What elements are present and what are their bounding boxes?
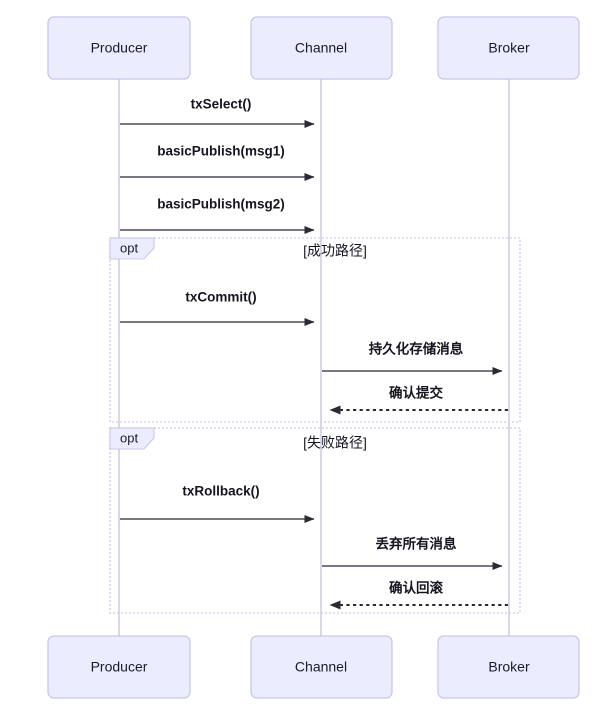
- message-label-persist-store: 持久化存储消息: [369, 341, 464, 357]
- actor-box-producer[interactable]: [47, 16, 191, 80]
- actor-label-broker: Broker: [488, 40, 530, 56]
- message-label-confirm-commit: 确认提交: [389, 385, 443, 401]
- message-confirm-commit: 确认提交: [329, 385, 508, 415]
- actor-box-channel-bottom[interactable]: [250, 635, 393, 699]
- actor-label-channel-bottom: Channel: [295, 659, 347, 675]
- fragment-tab-opt-success: [109, 237, 155, 260]
- actor-footer-channel[interactable]: Channel: [250, 635, 393, 699]
- actor-box-producer-bottom[interactable]: [47, 635, 191, 699]
- fragment-frame-opt-failure: [109, 427, 521, 614]
- message-txselect: txSelect(): [120, 97, 315, 128]
- message-label-basicpublish-msg2: basicPublish(msg2): [157, 197, 285, 212]
- message-label-txcommit: txCommit(): [185, 290, 256, 305]
- message-basicpublish-msg1: basicPublish(msg1): [120, 144, 315, 181]
- actor-header-producer[interactable]: Producer: [47, 16, 191, 80]
- actor-label-producer: Producer: [91, 40, 148, 56]
- actor-label-broker-bottom: Broker: [488, 659, 530, 675]
- message-discard-all: 丢弃所有消息: [322, 536, 503, 570]
- message-confirm-rollback: 确认回滚: [329, 580, 508, 610]
- fragment-keyword-opt-failure: opt: [120, 430, 138, 445]
- actor-label-producer-bottom: Producer: [91, 659, 148, 675]
- fragment-frame-opt-success: [109, 237, 521, 423]
- fragment-opt-success: opt [成功路径] txCommit() 持久化存储消息 确认提交: [109, 237, 521, 423]
- actor-footer-producer[interactable]: Producer: [47, 635, 191, 699]
- actor-box-broker-bottom[interactable]: [437, 635, 580, 699]
- fragment-condition-opt-failure: [失败路径]: [303, 435, 367, 451]
- lifelines-group: [118, 79, 510, 636]
- message-label-txselect: txSelect(): [191, 97, 252, 112]
- fragment-keyword-opt-success: opt: [120, 240, 138, 255]
- actor-box-channel[interactable]: [250, 16, 393, 80]
- actor-label-channel: Channel: [295, 40, 347, 56]
- actor-footer-broker[interactable]: Broker: [437, 635, 580, 699]
- message-basicpublish-msg2: basicPublish(msg2): [120, 197, 315, 234]
- message-txcommit: txCommit(): [120, 290, 315, 326]
- actor-header-channel[interactable]: Channel: [250, 16, 393, 80]
- fragment-opt-failure: opt [失败路径] txRollback() 丢弃所有消息 确认回滚: [109, 427, 521, 614]
- message-txrollback: txRollback(): [120, 484, 315, 523]
- actor-box-broker[interactable]: [437, 16, 580, 80]
- fragment-tab-opt-failure: [109, 427, 155, 450]
- message-persist-store: 持久化存储消息: [322, 341, 503, 375]
- actor-header-broker[interactable]: Broker: [437, 16, 580, 80]
- fragment-condition-opt-success: [成功路径]: [303, 243, 367, 259]
- message-label-confirm-rollback: 确认回滚: [389, 580, 443, 596]
- message-label-txrollback: txRollback(): [182, 484, 259, 499]
- message-label-discard-all: 丢弃所有消息: [376, 536, 457, 552]
- message-label-basicpublish-msg1: basicPublish(msg1): [157, 144, 285, 159]
